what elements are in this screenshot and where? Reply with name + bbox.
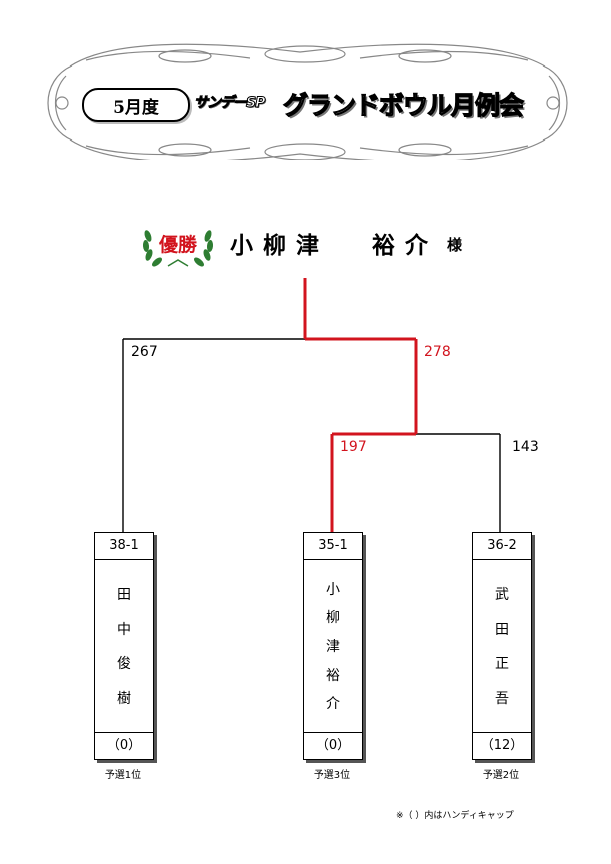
champion-given-name: 裕介 (372, 233, 438, 259)
ornamental-frame (47, 43, 568, 163)
name-char: 小 (326, 581, 340, 598)
semifinal-right-score: 143 (512, 439, 539, 455)
name-char: 介 (326, 696, 340, 713)
month-label: 5月度 (82, 88, 190, 122)
player-handicap: （0） (304, 732, 362, 759)
player-card-1: 38-1 田 中 俊 樹 （0） (94, 532, 154, 760)
semifinal-left-score: 197 (340, 439, 367, 455)
player-handicap: （0） (95, 732, 153, 759)
player-name: 武 田 正 吾 (473, 560, 531, 732)
champion-surname: 小柳津 (230, 233, 329, 259)
name-char: 田 (495, 621, 509, 638)
winner-badge: 優勝 (158, 234, 197, 256)
header-banner: 5月度 サンデーSP グランドボウル月例会 (0, 0, 611, 163)
name-char: 津 (326, 638, 340, 655)
name-char: 裕 (326, 667, 340, 684)
laurel-wreath-icon (142, 230, 214, 267)
qualifying-rank: 予選3位 (313, 770, 351, 781)
player-handicap: （12） (473, 732, 531, 759)
player-seed: 35-1 (304, 533, 362, 560)
player-seed: 38-1 (95, 533, 153, 560)
name-char: 樹 (117, 690, 131, 707)
name-char: 正 (495, 656, 509, 673)
player-name: 小 柳 津 裕 介 (304, 560, 362, 732)
qualifying-rank: 予選2位 (482, 770, 520, 781)
player-card-2: 35-1 小 柳 津 裕 介 （0） (303, 532, 363, 760)
name-char: 俊 (117, 656, 131, 673)
name-char: 吾 (495, 690, 509, 707)
handicap-footnote: ※（ ）内はハンディキャップ (396, 811, 514, 821)
player-name: 田 中 俊 樹 (95, 560, 153, 732)
name-char: 柳 (326, 610, 340, 627)
qualifying-rank: 予選1位 (104, 770, 142, 781)
player-card-3: 36-2 武 田 正 吾 （12） (472, 532, 532, 760)
player-seed: 36-2 (473, 533, 531, 560)
name-char: 中 (117, 621, 131, 638)
tournament-bracket (122, 278, 501, 532)
brand-small-text: サンデーSP (193, 95, 265, 112)
event-title: グランドボウル月例会 (282, 90, 524, 120)
name-char: 田 (117, 587, 131, 604)
name-char: 武 (495, 587, 509, 604)
final-left-score: 267 (131, 344, 158, 360)
final-right-score: 278 (424, 344, 451, 360)
champion-honorific: 様 (447, 236, 463, 254)
